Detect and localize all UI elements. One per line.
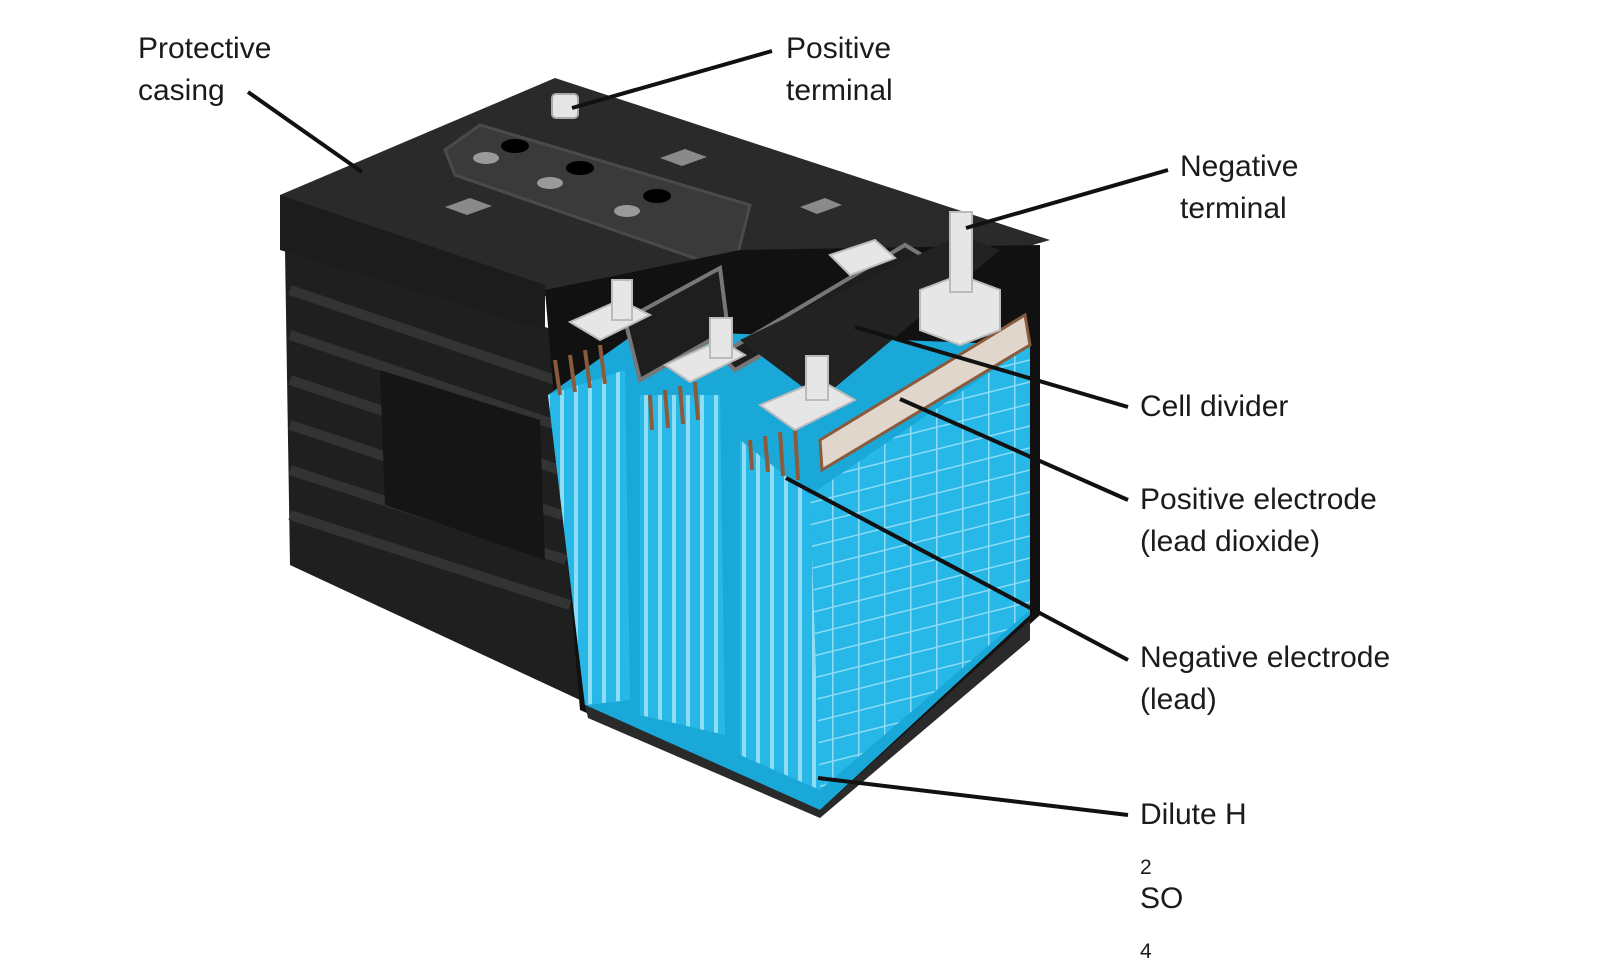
lid-markers bbox=[445, 149, 842, 215]
cell-plates-1 bbox=[548, 370, 630, 705]
label-negative-terminal: Negative terminal bbox=[1180, 150, 1299, 225]
positive-electrode-grid bbox=[810, 345, 1030, 790]
cell-connectors bbox=[567, 238, 897, 432]
plate-tops bbox=[553, 344, 800, 481]
label-positive-terminal: Positive terminal bbox=[786, 32, 893, 107]
battery-cutaway-diagram bbox=[246, 49, 1169, 818]
electrolyte-prefix: Dilute H bbox=[1140, 798, 1247, 831]
casing-label-panel bbox=[380, 370, 545, 560]
vent-caps bbox=[473, 139, 671, 217]
label-negative-electrode: Negative electrode (lead) bbox=[1140, 641, 1391, 716]
leader-lines bbox=[246, 49, 1169, 817]
diagram-stage: Protective casing Positive terminal Nega… bbox=[138, 32, 1391, 962]
cell-plates-2 bbox=[640, 395, 725, 735]
electrolyte-sub1: 2 bbox=[1140, 856, 1152, 879]
cell-plates-3 bbox=[740, 440, 820, 790]
electrolyte-mid: SO bbox=[1140, 882, 1184, 915]
label-protective-casing: Protective casing bbox=[138, 32, 272, 107]
electrolyte-sub2: 4 bbox=[1140, 940, 1152, 963]
negative-terminal-post bbox=[919, 211, 1001, 347]
label-cell-divider: Cell divider bbox=[1140, 390, 1289, 423]
label-positive-electrode: Positive electrode (lead dioxide) bbox=[1140, 483, 1377, 558]
casing-lid-front-edge bbox=[280, 195, 545, 330]
